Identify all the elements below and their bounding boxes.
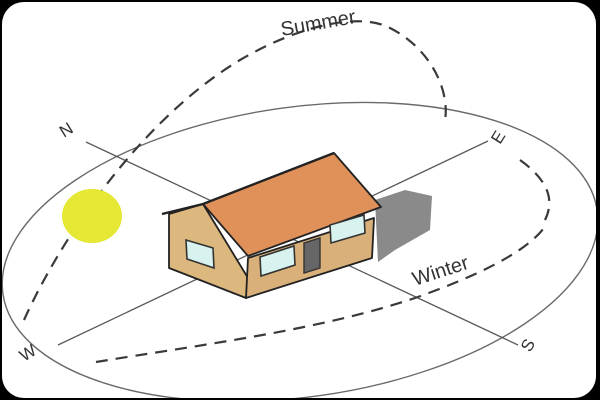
compass-west-label: W [16, 341, 40, 366]
horizon-ellipse [2, 101, 596, 398]
house-window-front-right [329, 213, 366, 245]
house-window-front-left [259, 244, 296, 278]
compass-east-label: E [487, 127, 509, 147]
summer-label: Summer [279, 6, 358, 41]
compass-south-label: S [517, 336, 539, 355]
compass-north-label: N [56, 119, 76, 142]
winter-path-arc [95, 224, 547, 364]
sun-icon [62, 189, 122, 243]
house-roof-ridge [161, 151, 335, 216]
house-shadow [375, 190, 432, 262]
winter-label: Winter [410, 252, 472, 291]
house-window-gable [185, 238, 215, 270]
summer-path-arc-lower [519, 159, 551, 221]
house-door [303, 237, 321, 274]
